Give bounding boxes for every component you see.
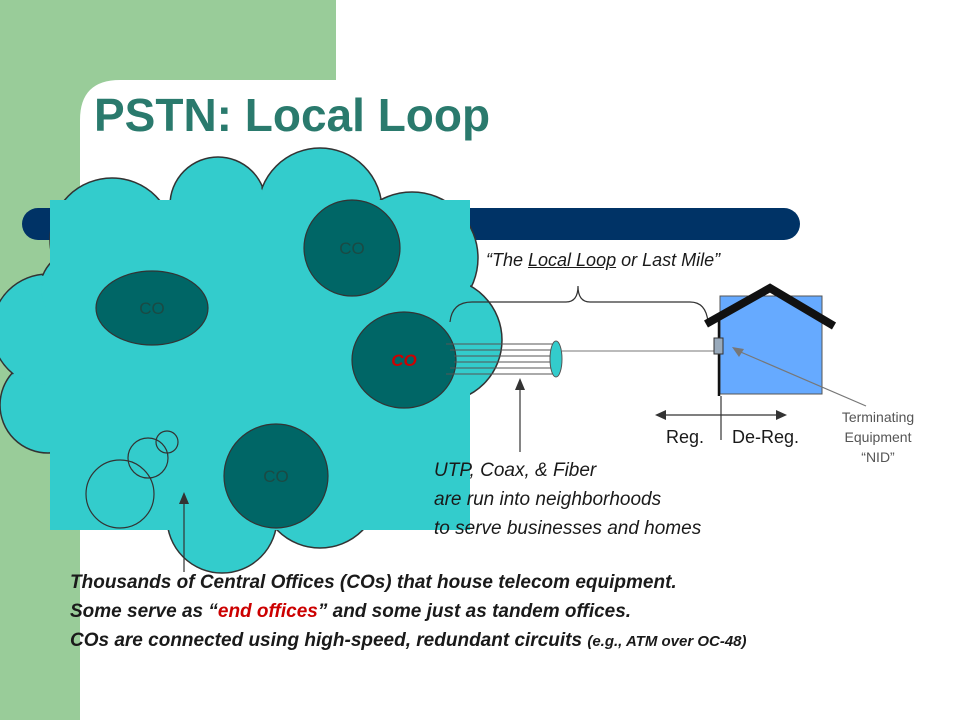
nid-note-line: Terminating: [841, 409, 915, 425]
corner-accent: [80, 0, 336, 120]
co-note-line-2-post: ” and some just as tandem offices.: [317, 601, 632, 622]
cable-end-cap: [549, 340, 563, 378]
house-roof: [704, 283, 837, 330]
co-node-top: [303, 199, 401, 297]
co-label-end-office: CO: [391, 351, 417, 370]
co-node-bottom: [223, 423, 329, 529]
local-loop-caption-close: or Last Mile”: [616, 250, 721, 270]
cable-pointer-arrowhead: [515, 378, 525, 390]
nid-box: [713, 337, 724, 355]
regulated-label: Reg.: [666, 427, 705, 447]
nid-note-line: Equipment: [844, 429, 912, 445]
cable-bundle: [446, 343, 556, 375]
cloud-bubble-small: [155, 430, 179, 454]
co-note-line-2-pre: Some serve as “: [70, 601, 218, 622]
slide-title: PSTN: Local Loop: [94, 89, 491, 141]
co-note-line-3-example: (e.g., ATM over OC-48): [587, 633, 747, 650]
co-label-left: CO: [139, 299, 165, 318]
co-note-line-3: COs are connected using high-speed, redu…: [70, 626, 747, 656]
cloud-bubble-large: [85, 459, 155, 529]
nid-pointer-arrowhead: [732, 347, 744, 357]
dereg-arrowhead: [776, 410, 787, 420]
local-loop-caption: “The Local Loop or Last Mile”: [486, 250, 720, 271]
end-offices-term: end offices: [217, 601, 318, 622]
reg-arrowhead: [655, 410, 666, 420]
local-loop-term: Local Loop: [528, 250, 617, 270]
co-label-top: CO: [339, 239, 365, 258]
deregulated-label: De-Reg.: [732, 427, 800, 447]
co-label-bottom: CO: [263, 467, 289, 486]
cloud-bubble-medium: [127, 437, 169, 479]
nid-note: Terminating Equipment “NID”: [818, 407, 938, 467]
local-loop-brace: [449, 285, 709, 323]
co-note-line-1: Thousands of Central Offices (COs) that …: [70, 572, 677, 593]
co-pointer-arrowhead: [179, 492, 189, 504]
co-note-line-3-main: COs are connected using high-speed, redu…: [70, 630, 588, 651]
central-offices-note: Thousands of Central Offices (COs) that …: [70, 568, 747, 656]
nid-note-line: “NID”: [861, 449, 895, 465]
local-loop-caption-open: “The: [486, 250, 529, 270]
cabling-note-line: are run into neighborhoods: [434, 489, 662, 510]
co-node-left: [95, 270, 209, 346]
co-node-end-office: [351, 311, 457, 409]
cabling-note: UTP, Coax, & Fiber are run into neighbor…: [434, 456, 701, 543]
cabling-note-line: UTP, Coax, & Fiber: [434, 460, 597, 481]
nid-pointer-line: [735, 349, 867, 407]
co-note-line-2: Some serve as “end offices” and some jus…: [70, 597, 747, 626]
cabling-note-line: to serve businesses and homes: [434, 518, 702, 539]
